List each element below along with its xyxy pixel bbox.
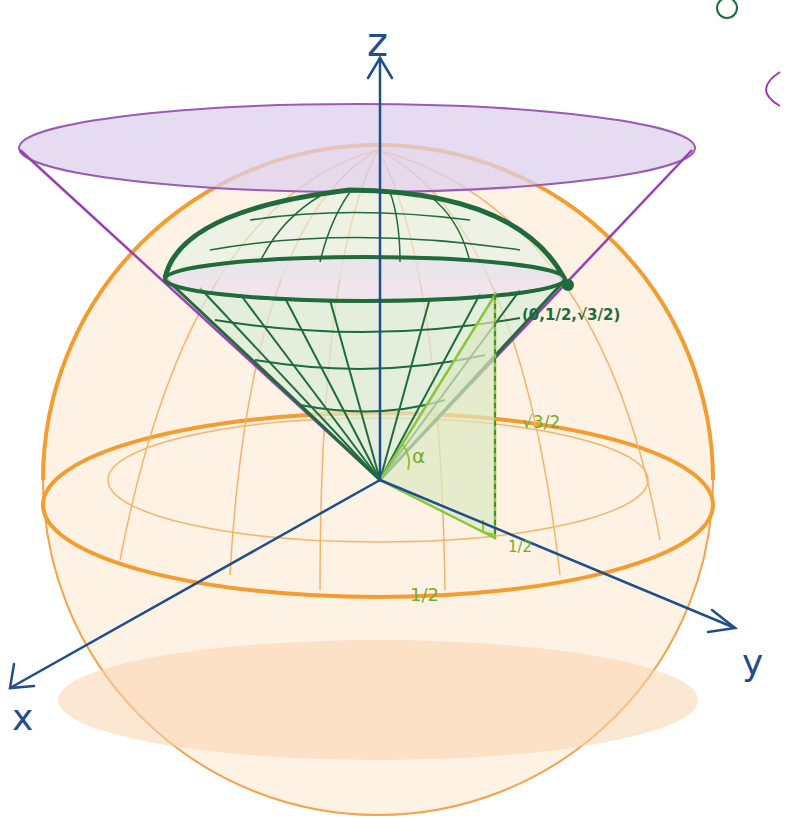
point (562, 279, 574, 291)
cap-grid (210, 192, 520, 262)
axis-label: y (742, 645, 763, 681)
axes (10, 58, 735, 688)
meridians (120, 150, 660, 590)
upper-hemisphere (43, 145, 713, 480)
dashed-height (494, 295, 496, 538)
angle-label: α (412, 446, 425, 466)
cap-rim (165, 257, 565, 301)
angle-arc (403, 445, 409, 470)
point-label: (0,1/2,√3/2) (522, 308, 620, 323)
green-cone (165, 278, 565, 480)
right-triangle (380, 295, 495, 538)
base-label: 1/2 (508, 540, 532, 555)
axis-label: x (12, 700, 33, 736)
sphere-shadow (58, 640, 698, 760)
cone-top (19, 104, 695, 192)
corner-mark (717, 0, 737, 18)
base-label: 1/2 (410, 586, 439, 604)
corner-mark (766, 72, 780, 106)
height-label: √3/2 (522, 414, 560, 431)
axis-label: z (367, 22, 388, 62)
